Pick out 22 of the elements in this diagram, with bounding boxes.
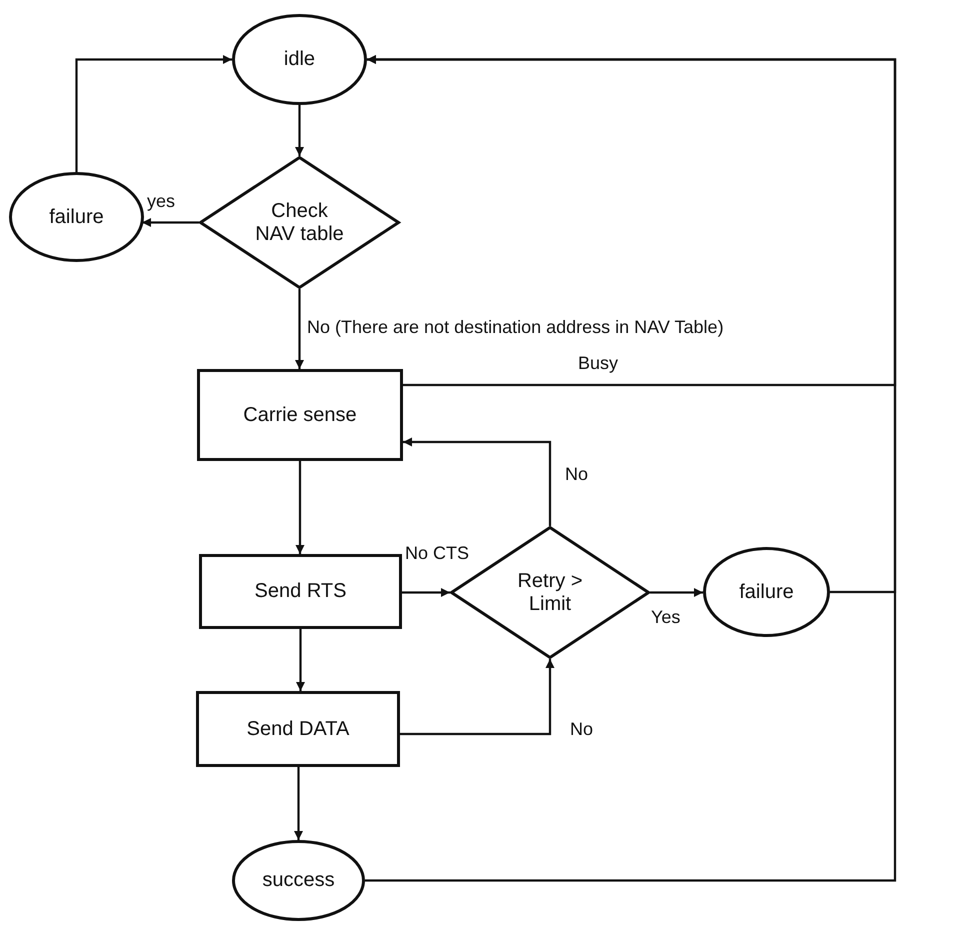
arrow xyxy=(295,289,304,369)
node-label: success xyxy=(262,869,335,892)
node-label: failure xyxy=(49,206,104,228)
arrow xyxy=(365,55,896,882)
node-label: Check NAV table xyxy=(254,200,345,246)
arrow xyxy=(403,438,552,526)
arrow xyxy=(294,767,303,840)
arrow xyxy=(650,588,703,597)
node-label: Carrie sense xyxy=(243,404,357,426)
node-label: Send DATA xyxy=(246,718,350,740)
node-label: Send RTS xyxy=(254,580,346,603)
arrow xyxy=(295,105,304,156)
arrow xyxy=(402,588,450,597)
node-label: idle xyxy=(284,48,316,71)
arrow xyxy=(142,218,199,227)
arrow xyxy=(296,461,304,554)
arrow xyxy=(75,55,232,172)
arrow xyxy=(400,659,554,736)
node-label: failure xyxy=(739,580,794,604)
node-label: Retry > Limit xyxy=(516,570,584,616)
arrow xyxy=(296,629,305,691)
edge-label: Busy xyxy=(576,354,620,374)
